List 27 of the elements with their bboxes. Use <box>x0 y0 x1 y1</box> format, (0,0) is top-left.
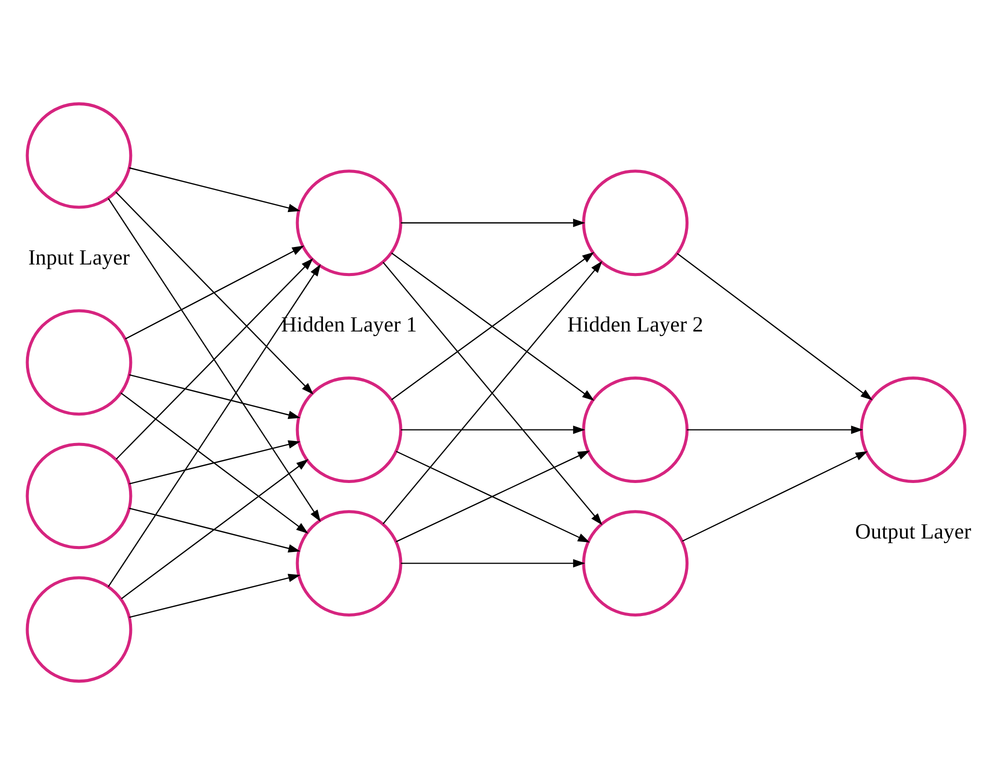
arrow <box>129 507 300 552</box>
node-circle <box>26 308 132 416</box>
arrow <box>129 440 300 484</box>
arrow <box>116 258 314 460</box>
node-circle <box>582 510 689 616</box>
arrow <box>121 458 308 599</box>
arrow <box>676 252 873 400</box>
arrow <box>108 198 321 522</box>
arrow <box>125 245 304 339</box>
node-circle <box>26 576 132 682</box>
arrow <box>129 374 300 418</box>
arrow <box>401 425 586 434</box>
arrow <box>120 392 308 534</box>
arrow <box>129 166 300 212</box>
label: Hidden Layer 2 <box>567 312 704 336</box>
arrow <box>687 425 864 434</box>
arrow <box>682 450 868 542</box>
node-circle <box>26 442 132 549</box>
label: Hidden Layer 1 <box>281 312 417 336</box>
arrow <box>115 191 314 394</box>
arrow <box>129 573 300 618</box>
arrow <box>401 558 586 568</box>
label: Input Layer <box>28 244 130 269</box>
arrow <box>108 264 321 587</box>
node-circle <box>26 102 132 208</box>
arrow <box>401 218 586 227</box>
label: Output Layer <box>855 519 972 544</box>
